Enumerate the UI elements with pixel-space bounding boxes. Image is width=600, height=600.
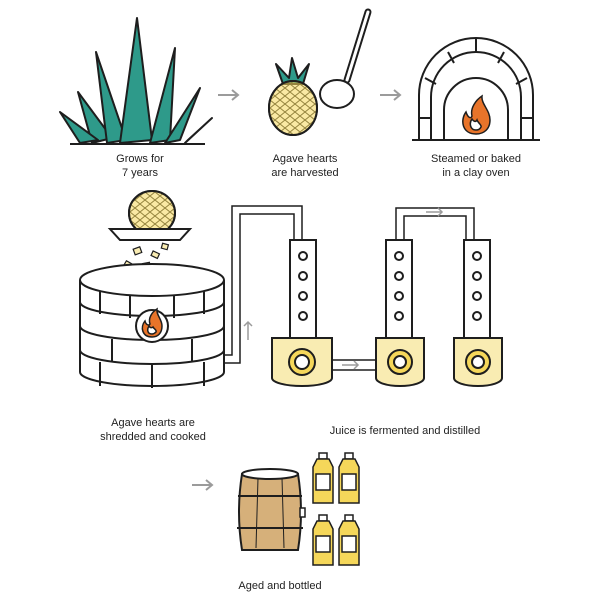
pina-icon	[128, 190, 176, 236]
bottle-icon	[312, 452, 334, 504]
agave-plant-icon	[59, 17, 213, 145]
bottle-icon	[338, 452, 360, 504]
shredder-blade-icon	[107, 228, 193, 241]
still-icon	[453, 239, 503, 387]
step-caption-bake: Steamed or baked in a clay oven	[431, 153, 521, 179]
pipe	[224, 205, 475, 371]
flame-icon	[141, 307, 163, 338]
step-caption-age: Aged and bottled	[238, 580, 322, 592]
step-caption-grow: Grows for 7 years	[116, 153, 164, 179]
bottle-icon	[338, 514, 360, 566]
step-caption-shred: Agave hearts are shredded and cooked	[100, 417, 206, 443]
arrow-icon	[218, 89, 240, 101]
arrow-icon	[380, 89, 402, 101]
arrow-icon	[192, 479, 214, 491]
barrel-icon	[237, 468, 306, 551]
shovel-icon	[319, 8, 372, 109]
bottle-icon	[312, 514, 334, 566]
flame-icon	[462, 94, 491, 135]
still-icon	[271, 239, 333, 387]
arrow-icon	[243, 207, 444, 370]
step-caption-distill: Juice is fermented and distilled	[329, 425, 481, 437]
clay-oven-icon	[412, 37, 540, 141]
still-icon	[375, 239, 425, 387]
pina-icon	[268, 57, 318, 136]
step-caption-harvest: Agave hearts are harvested	[271, 153, 339, 179]
